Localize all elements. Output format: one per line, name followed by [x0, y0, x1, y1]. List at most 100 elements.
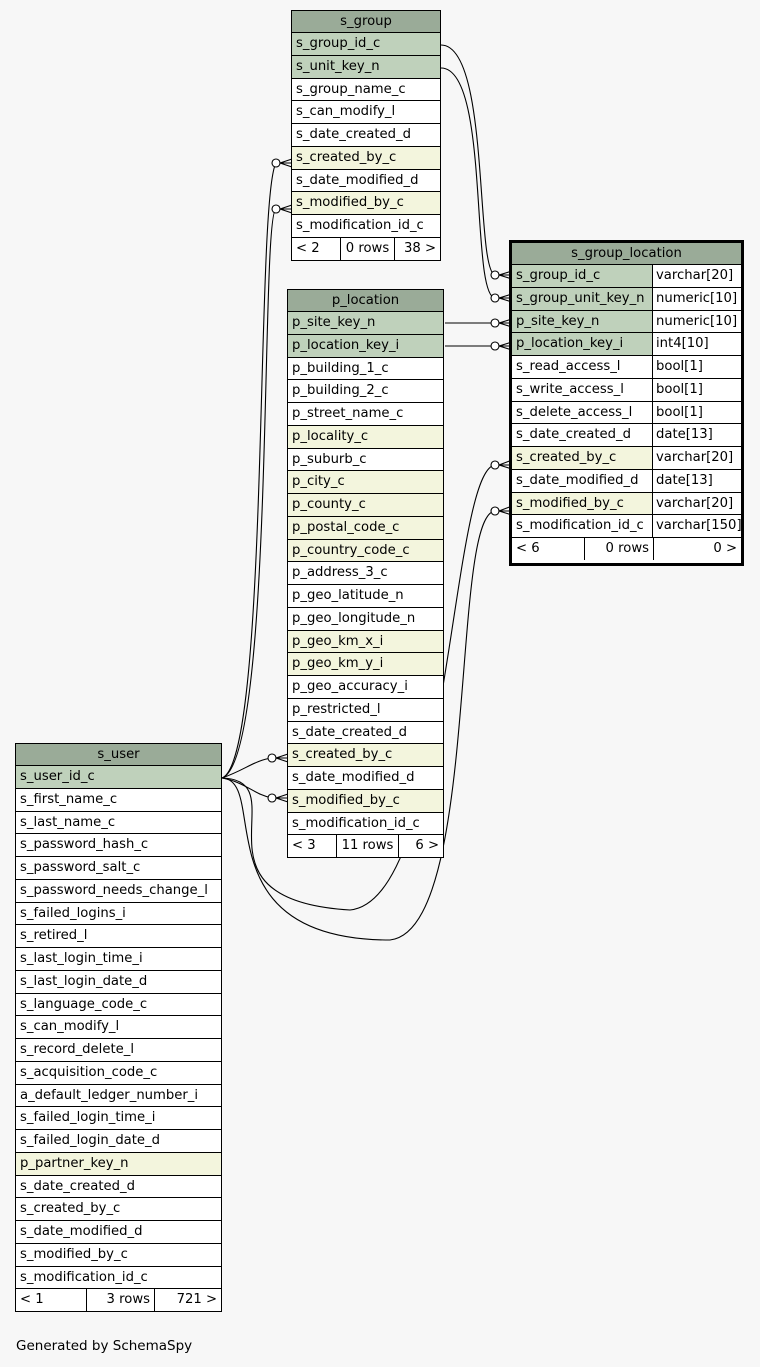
table-row[interactable]: s_failed_logins_i: [16, 902, 221, 926]
table-row[interactable]: p_city_c: [288, 471, 443, 494]
column-name: p_geo_km_y_i: [288, 653, 443, 675]
table-row[interactable]: s_date_modified_d: [288, 767, 443, 790]
column-name: s_password_salt_c: [16, 857, 221, 879]
table-row[interactable]: a_default_ledger_number_i: [16, 1084, 221, 1108]
column-name: p_county_c: [288, 494, 443, 516]
table-row[interactable]: s_group_name_c: [292, 78, 440, 102]
children-count[interactable]: 6 >: [398, 835, 443, 857]
column-name: s_group_name_c: [292, 78, 440, 101]
column-name: s_last_name_c: [16, 811, 221, 834]
parents-count[interactable]: < 3: [292, 838, 316, 854]
table-row[interactable]: p_address_3_c: [288, 562, 443, 585]
table-row[interactable]: s_failed_login_time_i: [16, 1107, 221, 1130]
table-header[interactable]: s_group_location: [512, 243, 741, 265]
table-row[interactable]: s_password_hash_c: [16, 834, 221, 857]
parents-count[interactable]: < 2: [296, 240, 320, 256]
table-row[interactable]: s_group_id_c: [292, 33, 440, 56]
table-row[interactable]: s_date_modified_d: [292, 169, 440, 193]
table-header[interactable]: p_location: [288, 290, 443, 312]
table-header[interactable]: s_group: [292, 11, 440, 33]
table-row[interactable]: p_suburb_c: [288, 448, 443, 472]
relation-user-group-created: [221, 162, 277, 779]
table-row[interactable]: s_acquisition_code_c: [16, 1061, 221, 1085]
table-row[interactable]: p_partner_key_n: [16, 1152, 221, 1176]
table-row[interactable]: p_geo_km_x_i: [288, 630, 443, 654]
table-row[interactable]: s_last_login_time_i: [16, 948, 221, 971]
table-row[interactable]: s_created_by_c: [292, 146, 440, 170]
table-row[interactable]: s_language_code_c: [16, 993, 221, 1017]
table-row[interactable]: s_modified_by_c: [292, 192, 440, 215]
table-row[interactable]: p_building_2_c: [288, 380, 443, 403]
table-row[interactable]: s_date_modified_d: [16, 1221, 221, 1244]
table-row[interactable]: p_postal_code_c: [288, 516, 443, 540]
table-row[interactable]: s_created_by_c: [288, 744, 443, 767]
table-row[interactable]: s_password_needs_change_l: [16, 879, 221, 903]
table-row[interactable]: s_modification_id_c: [288, 812, 443, 836]
table-row[interactable]: s_date_created_d: [292, 124, 440, 147]
children-count[interactable]: 721 >: [154, 1289, 221, 1311]
children-count[interactable]: 38 >: [394, 237, 440, 260]
table-row[interactable]: s_date_created_d: [16, 1175, 221, 1199]
table-row[interactable]: s_date_created_d: [288, 721, 443, 745]
table-row[interactable]: s_user_id_c: [16, 766, 221, 789]
table-row[interactable]: s_first_name_c: [16, 788, 221, 812]
table-row[interactable]: p_country_code_c: [288, 539, 443, 563]
table-row[interactable]: s_failed_login_date_d: [16, 1130, 221, 1153]
column-type: varchar[20]: [652, 447, 741, 469]
column-name: p_geo_accuracy_i: [288, 676, 443, 698]
table-row[interactable]: s_can_modify_l: [16, 1016, 221, 1039]
column-name: p_restricted_l: [288, 698, 443, 721]
column-name: s_read_access_l: [512, 356, 652, 378]
parents-count[interactable]: < 1: [20, 1292, 44, 1308]
table-row[interactable]: s_modified_by_c: [288, 789, 443, 813]
column-name: s_modification_id_c: [288, 812, 443, 835]
table-row[interactable]: p_county_c: [288, 494, 443, 517]
table-row[interactable]: p_street_name_c: [288, 403, 443, 426]
table-row[interactable]: s_modification_id_c: [16, 1266, 221, 1290]
table-header[interactable]: s_user: [16, 744, 221, 766]
column-name: p_building_1_c: [288, 357, 443, 380]
table-row[interactable]: p_building_1_c: [288, 357, 443, 381]
table-row[interactable]: s_record_delete_l: [16, 1039, 221, 1062]
table-row[interactable]: s_unit_key_n: [292, 55, 440, 79]
column-name: s_date_modified_d: [292, 169, 440, 192]
table-row[interactable]: p_site_key_n: [288, 312, 443, 335]
table-row[interactable]: p_locality_c: [288, 425, 443, 449]
table-row[interactable]: s_password_salt_c: [16, 857, 221, 880]
table-row[interactable]: s_modified_by_c: [16, 1243, 221, 1267]
table-row[interactable]: p_restricted_l: [288, 698, 443, 722]
table-row[interactable]: p_geo_accuracy_i: [288, 676, 443, 699]
table-row[interactable]: p_geo_latitude_n: [288, 585, 443, 608]
column-name: s_password_hash_c: [16, 834, 221, 856]
column-name: s_created_by_c: [292, 146, 440, 169]
table-row[interactable]: p_geo_km_y_i: [288, 653, 443, 676]
table-row[interactable]: s_created_by_c: [16, 1198, 221, 1221]
column-name: p_country_code_c: [288, 539, 443, 562]
parents-count[interactable]: < 6: [516, 541, 540, 556]
table-row[interactable]: s_can_modify_l: [292, 101, 440, 124]
table-row[interactable]: p_geo_longitude_n: [288, 607, 443, 631]
children-count[interactable]: 0 >: [653, 538, 741, 560]
table-row[interactable]: s_retired_l: [16, 925, 221, 948]
column-name: s_group_unit_key_n: [512, 287, 652, 310]
table-row[interactable]: s_modification_id_c: [292, 215, 440, 238]
table-row[interactable]: s_last_name_c: [16, 811, 221, 835]
table-row[interactable]: s_last_login_date_d: [16, 970, 221, 994]
table-row[interactable]: p_location_key_i: [288, 334, 443, 358]
